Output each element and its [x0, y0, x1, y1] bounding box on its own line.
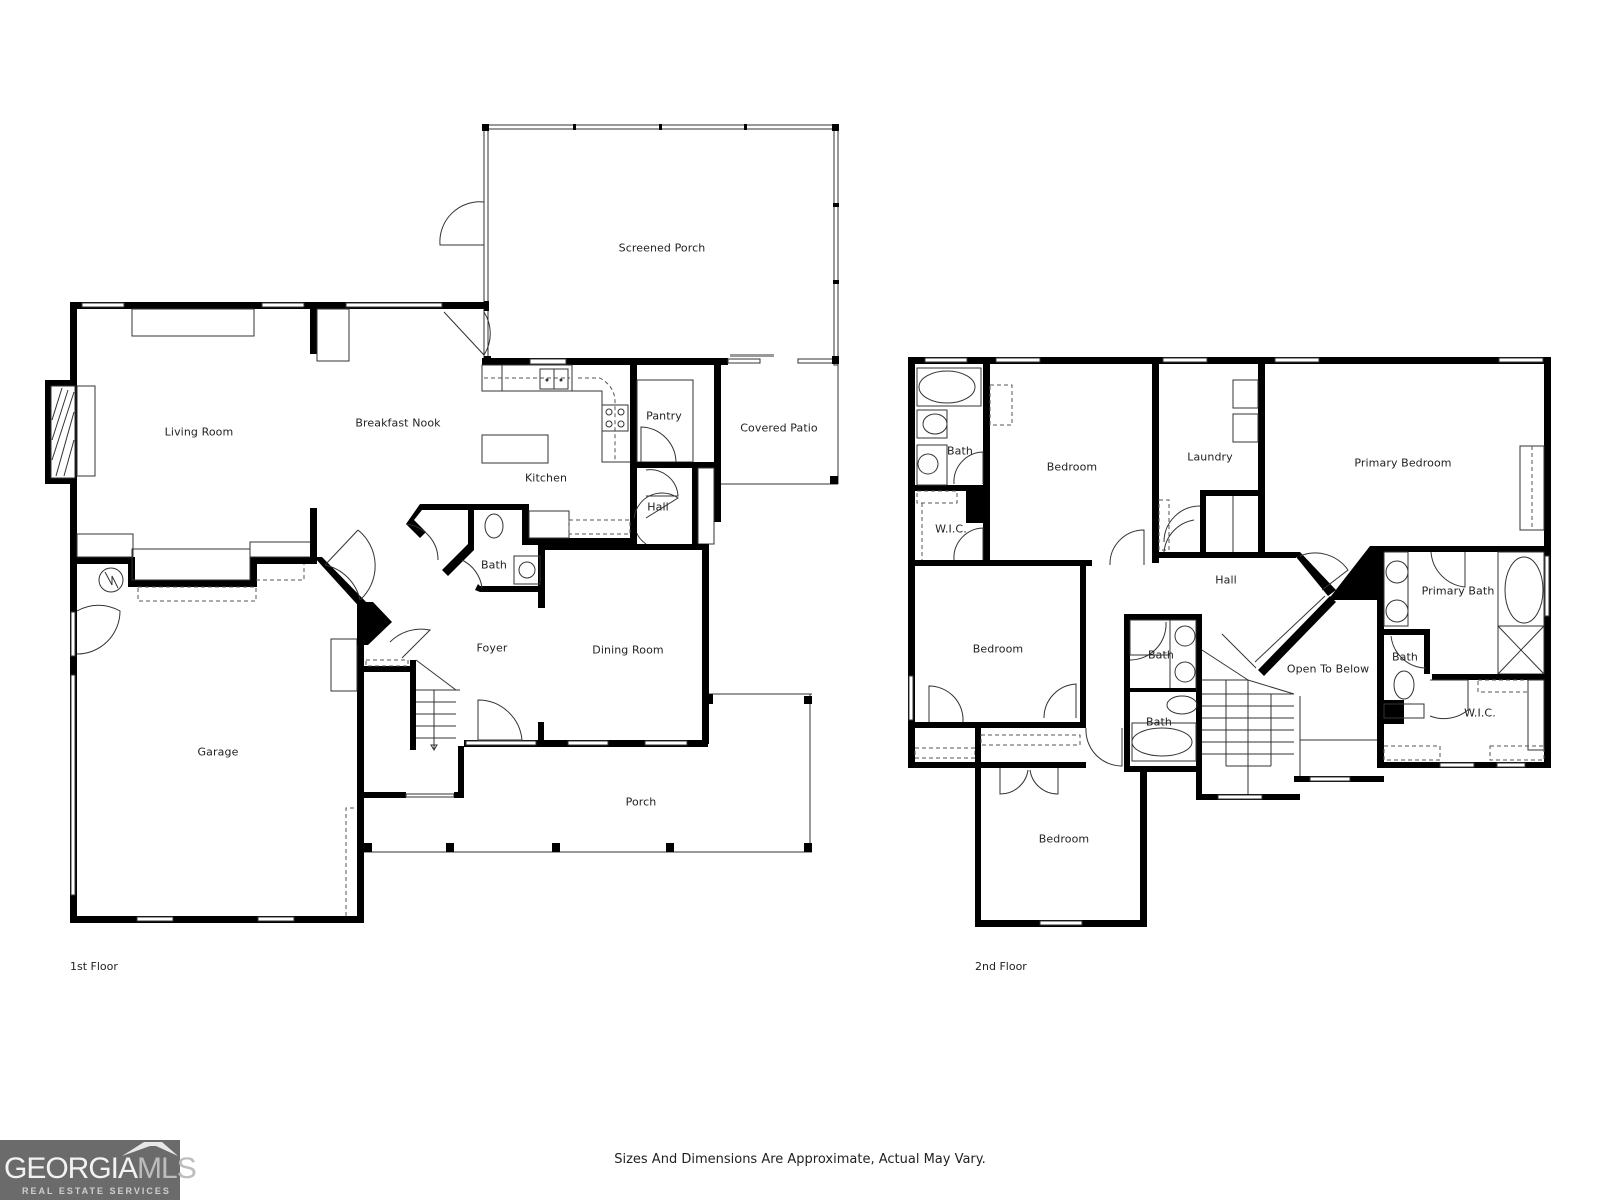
- disclaimer-text: Sizes And Dimensions Are Approximate, Ac…: [614, 1152, 986, 1167]
- logo-brand-accent: MLS: [137, 1152, 197, 1185]
- room-label-foyer: Foyer: [476, 641, 508, 655]
- room-label-garage: Garage: [197, 745, 239, 759]
- room-label-open-to-below: Open To Below: [1286, 662, 1370, 676]
- room-label-kitchen: Kitchen: [524, 471, 568, 485]
- first-floor-walls: [45, 124, 839, 923]
- first-floor-label: 1st Floor: [70, 960, 118, 973]
- room-label-dining-room: Dining Room: [592, 643, 664, 657]
- room-label-bedroom: Bedroom: [1038, 832, 1090, 846]
- room-label-bedroom: Bedroom: [972, 642, 1024, 656]
- room-label-primary-bath: Primary Bath: [1421, 584, 1495, 598]
- room-label-bath: Bath: [1146, 715, 1172, 729]
- room-label-porch: Porch: [625, 795, 657, 809]
- georgia-mls-logo: GEORGIAMLS REAL ESTATE SERVICES: [0, 1140, 197, 1200]
- logo-brand-text: GEORGIAMLS: [4, 1152, 197, 1186]
- second-floor-walls: [908, 357, 1551, 927]
- logo-subtitle: REAL ESTATE SERVICES: [22, 1186, 171, 1196]
- room-label-living-room: Living Room: [164, 425, 234, 439]
- room-label-hall: Hall: [1215, 573, 1237, 587]
- room-label-laundry: Laundry: [1187, 450, 1233, 464]
- room-label-breakfast-nook: Breakfast Nook: [355, 416, 441, 430]
- room-label-screened-porch: Screened Porch: [618, 241, 706, 255]
- room-label-w-i-c: W.I.C.: [935, 522, 967, 536]
- room-label-pantry: Pantry: [646, 409, 682, 423]
- room-label-covered-patio: Covered Patio: [740, 421, 818, 435]
- second-floor-label: 2nd Floor: [975, 960, 1027, 973]
- room-label-bath: Bath: [947, 444, 973, 458]
- room-label-bedroom: Bedroom: [1046, 460, 1098, 474]
- room-label-primary-bedroom: Primary Bedroom: [1354, 456, 1452, 470]
- logo-brand-main: GEORGIA: [4, 1152, 138, 1185]
- room-label-w-i-c: W.I.C.: [1464, 706, 1496, 720]
- roof-icon: [122, 1142, 178, 1156]
- room-label-hall: Hall: [647, 500, 669, 514]
- room-label-bath: Bath: [1148, 648, 1174, 662]
- room-label-bath: Bath: [481, 558, 507, 572]
- room-label-bath: Bath: [1392, 650, 1418, 664]
